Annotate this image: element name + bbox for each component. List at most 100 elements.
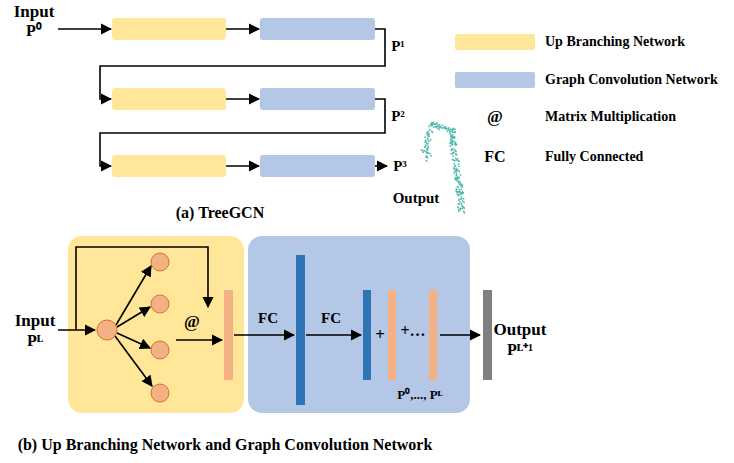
- cloud-point: [429, 153, 431, 155]
- cloud-point: [462, 200, 464, 202]
- cloud-point: [452, 159, 454, 161]
- cloud-point: [441, 126, 443, 128]
- cloud-point: [456, 154, 458, 156]
- cloud-point: [459, 198, 461, 200]
- cloud-point: [455, 188, 457, 190]
- fc-bar: [296, 255, 305, 405]
- legend-text: Up Branching Network: [545, 34, 685, 49]
- cloud-point: [445, 128, 447, 130]
- cloud-point: [454, 132, 456, 134]
- cloud-point: [452, 155, 454, 157]
- ancestor-bar: [429, 290, 437, 380]
- cloud-point: [421, 149, 423, 151]
- cloud-point: [462, 205, 464, 207]
- fc-label: FC: [321, 310, 341, 327]
- legend-swatches: [455, 34, 535, 88]
- cloud-point: [455, 190, 457, 192]
- cloud-point: [432, 123, 434, 125]
- child-point: [151, 384, 169, 402]
- cloud-point: [463, 211, 465, 213]
- cloud-point: [427, 152, 429, 154]
- arrow: [440, 334, 480, 336]
- cloud-point: [429, 129, 431, 131]
- cloud-point: [458, 177, 460, 179]
- legend-text: Graph Convolution Network: [545, 72, 718, 87]
- cloud-point: [447, 128, 449, 130]
- cloud-point: [461, 196, 463, 198]
- cloud-point: [451, 130, 453, 132]
- tensor-label: P¹: [391, 38, 405, 55]
- graph-conv-block: [260, 88, 375, 110]
- cloud-point: [433, 122, 435, 124]
- matrix-mult-symbol: @: [184, 313, 200, 332]
- cloud-point: [459, 201, 461, 203]
- cloud-point: [459, 189, 461, 191]
- cloud-point: [457, 193, 459, 195]
- cloud-point: [428, 133, 430, 135]
- graph-conv-block: [260, 155, 375, 177]
- cloud-point: [447, 130, 449, 132]
- cloud-point: [449, 145, 451, 147]
- panel-arrows: [58, 247, 480, 386]
- cloud-point: [426, 156, 428, 158]
- cloud-point: [438, 127, 440, 129]
- cloud-point: [458, 199, 460, 201]
- cloud-point: [426, 131, 428, 133]
- cloud-point: [426, 160, 428, 162]
- cloud-point: [457, 195, 459, 197]
- ancestor-bar: [388, 290, 396, 380]
- arrow: [100, 29, 385, 99]
- cloud-point: [460, 203, 462, 205]
- cloud-point: [455, 177, 457, 179]
- cloud-point: [458, 194, 460, 196]
- legend-symbol: FC: [484, 148, 505, 166]
- arrow: [226, 98, 259, 100]
- cloud-point: [425, 144, 427, 146]
- arrow: [115, 336, 152, 386]
- child-point: [151, 341, 169, 359]
- legend-text: Matrix Multiplication: [545, 109, 676, 124]
- cloud-point: [458, 171, 460, 173]
- cloud-point: [458, 211, 460, 213]
- cloud-point: [422, 151, 424, 153]
- cloud-point: [454, 160, 456, 162]
- cloud-point: [455, 178, 457, 180]
- branch-nodes: [97, 253, 169, 402]
- cloud-point: [462, 192, 464, 194]
- cloud-point: [455, 142, 457, 144]
- cloud-point: [426, 152, 428, 154]
- cloud-point: [452, 136, 454, 138]
- cloud-point: [457, 169, 459, 171]
- arrow: [58, 28, 111, 30]
- cloud-point: [455, 177, 457, 179]
- cloud-point: [458, 209, 460, 211]
- cloud-point: [454, 169, 456, 171]
- cloud-point: [461, 203, 463, 205]
- arrow: [226, 28, 259, 30]
- cloud-point: [452, 148, 454, 150]
- cloud-point: [456, 159, 458, 161]
- cloud-point: [461, 208, 463, 210]
- cloud-point: [453, 167, 455, 169]
- cloud-point: [464, 207, 466, 209]
- cloud-point: [449, 142, 451, 144]
- cloud-point: [427, 148, 429, 150]
- cloud-point: [427, 145, 429, 147]
- cloud-point: [452, 127, 454, 129]
- cloud-point: [426, 155, 428, 157]
- cloud-point: [422, 150, 424, 152]
- cloud-point: [447, 129, 449, 131]
- cloud-point: [459, 190, 461, 192]
- cloud-point: [424, 136, 426, 138]
- graph-conv-panel: FCFC++…P⁰,..., Pᴸ: [248, 236, 470, 413]
- cloud-point: [454, 149, 456, 151]
- cloud-point: [432, 124, 434, 126]
- tree-arrows: [58, 29, 387, 166]
- cloud-point: [457, 187, 459, 189]
- cloud-point: [460, 174, 462, 176]
- cloud-point: [456, 189, 458, 191]
- cloud-point: [439, 124, 441, 126]
- cloud-point: [453, 168, 455, 170]
- cloud-point: [428, 126, 430, 128]
- input-label: Input: [14, 3, 55, 22]
